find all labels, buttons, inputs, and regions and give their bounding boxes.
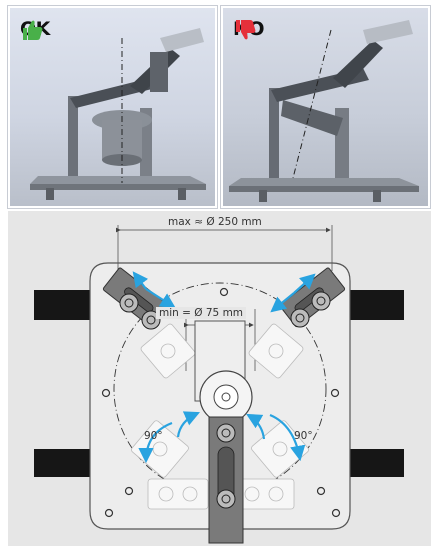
fixture-photo-ok — [30, 28, 206, 200]
photo-ok-panel: OK — [8, 6, 217, 208]
angle-right-label: 90° — [294, 430, 313, 442]
thumbs-up-icon — [23, 20, 43, 40]
no-badge: NO — [233, 18, 265, 40]
photo-no-panel: NO — [221, 6, 430, 208]
angle-left-label: 90° — [144, 430, 163, 442]
ok-badge: OK — [20, 18, 50, 40]
fixture-photo-no — [229, 20, 419, 202]
thumbs-down-icon — [236, 20, 256, 40]
min-diameter-label: min = Ø 75 mm — [156, 307, 247, 319]
max-diameter-label: max ≈ Ø 250 mm — [165, 216, 265, 228]
fixture-diagram: max ≈ Ø 250 mm min = Ø 75 mm 90° 90° — [8, 211, 431, 546]
fixture-top-view — [34, 225, 404, 544]
